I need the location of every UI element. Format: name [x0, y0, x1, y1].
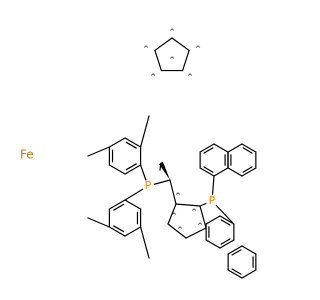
- xylyl-ring-lower-bond: [108, 199, 126, 210]
- naphthyl-lower-ring-a-bond: [205, 239, 221, 249]
- lower-cp-ring-bond: [199, 205, 207, 229]
- naphthyl-lower-ring-b-bond: [241, 269, 257, 279]
- naphthyl-lower-ring-a-double-bond: [220, 219, 231, 226]
- radical-mark: ^: [150, 73, 156, 81]
- radical-mark: ^: [171, 212, 177, 220]
- naphthyl-lower-ring-a-double-bond: [220, 238, 231, 245]
- xylyl-ring-upper-bond: [108, 164, 126, 175]
- naphthyl-upper-ring-a-bond: [213, 167, 229, 177]
- xylyl-ring-upper-bond: [124, 164, 142, 175]
- naphthyl-lower-ring-a-bond: [219, 215, 235, 225]
- phosphorus-left-label: P: [145, 179, 152, 192]
- radical-mark: ^: [175, 192, 181, 200]
- naphthyl-upper-ring-b-double-bond: [242, 166, 253, 173]
- naphthyl-lower-ring-b-bond: [227, 269, 243, 279]
- radicals-layer: ^^^^^^^^^^^: [143, 28, 203, 234]
- naphthyl-lower-ring-b-double-bond: [231, 249, 242, 256]
- methyl-bottom-lower: [139, 226, 150, 259]
- naphthyl-upper-ring-b-bond: [241, 143, 257, 153]
- xylyl-ring-lower-double-bond: [113, 225, 125, 233]
- radical-mark: ^: [169, 28, 175, 36]
- naphthyl-upper-ring-b-bond: [227, 143, 243, 153]
- lower-cp-ring-bond: [167, 223, 187, 239]
- methyl-top-upper: [139, 115, 150, 148]
- bonds-layer: [87, 37, 257, 279]
- labels-layer: P P Fe: [20, 148, 218, 207]
- iron-label: Fe: [20, 148, 34, 162]
- radical-mark: ^: [197, 222, 203, 230]
- naphthyl-upper-ring-a-double-bond: [203, 166, 214, 173]
- cp-ring-bond: [154, 49, 163, 72]
- wedges-layer: [159, 162, 170, 180]
- lower-cp-ring-bond: [185, 227, 207, 239]
- xylyl-ring-upper-double-bond: [125, 163, 137, 171]
- naphthyl-upper-ring-b-bond: [227, 167, 243, 177]
- xylyl-ring-lower-bond: [124, 199, 142, 210]
- cp-ring-bond: [154, 37, 173, 52]
- radical-mark: ^: [187, 73, 193, 81]
- lower-cp-ring-bond: [167, 203, 177, 225]
- p-right-background: [206, 195, 218, 207]
- xylyl-ring-lower-double-bond: [113, 203, 125, 211]
- naphthyl-upper-ring-a-bond: [199, 143, 215, 153]
- naphthyl-lower-ring-a-bond: [219, 239, 235, 249]
- xylyl-ring-upper-double-bond: [125, 141, 137, 149]
- naphthyl-upper-ring-a-bond: [213, 143, 229, 153]
- naphthyl-lower-ring-b-bond: [241, 245, 257, 255]
- naphthyl-lower-ring-b-double-bond: [231, 268, 242, 275]
- naphthyl-lower-ring-b-bond: [227, 245, 243, 255]
- radical-mark: ^: [177, 226, 183, 234]
- phosphorus-right-label: P: [209, 194, 216, 207]
- naphthyl-lower-ring-a-bond: [205, 215, 221, 225]
- methyl-left-lower: [87, 217, 111, 228]
- naphthyl-upper-ring-b-double-bond: [242, 147, 253, 154]
- bond-chiral-carbon-ring: [169, 179, 177, 205]
- p-left-background: [142, 180, 154, 192]
- naphthyl-upper-ring-a-double-bond: [203, 147, 214, 154]
- lower-cp-ring-bond: [175, 203, 201, 207]
- stereo-wedge-bond: [159, 162, 170, 180]
- naphthyl-upper-ring-a-bond: [199, 167, 215, 177]
- methyl-left-upper: [87, 146, 111, 157]
- radical-mark: ^: [191, 208, 197, 216]
- naphthyl-upper-ring-b-bond: [241, 167, 257, 177]
- radical-mark: ^: [195, 45, 201, 53]
- radical-mark: ^: [169, 56, 175, 64]
- molecule-structure-diagram: ^^^^^^^^^^^ P P Fe: [20, 28, 257, 279]
- cp-ring-bond: [181, 49, 190, 72]
- xylyl-ring-lower-bond: [124, 226, 142, 237]
- molecule-svg: ^^^^^^^^^^^ P P Fe: [20, 28, 257, 279]
- cp-ring-bond: [171, 37, 190, 52]
- xylyl-ring-upper-bond: [124, 137, 142, 148]
- xylyl-ring-upper-bond: [108, 137, 126, 148]
- xylyl-ring-lower-bond: [108, 226, 126, 237]
- radical-mark: ^: [143, 45, 149, 53]
